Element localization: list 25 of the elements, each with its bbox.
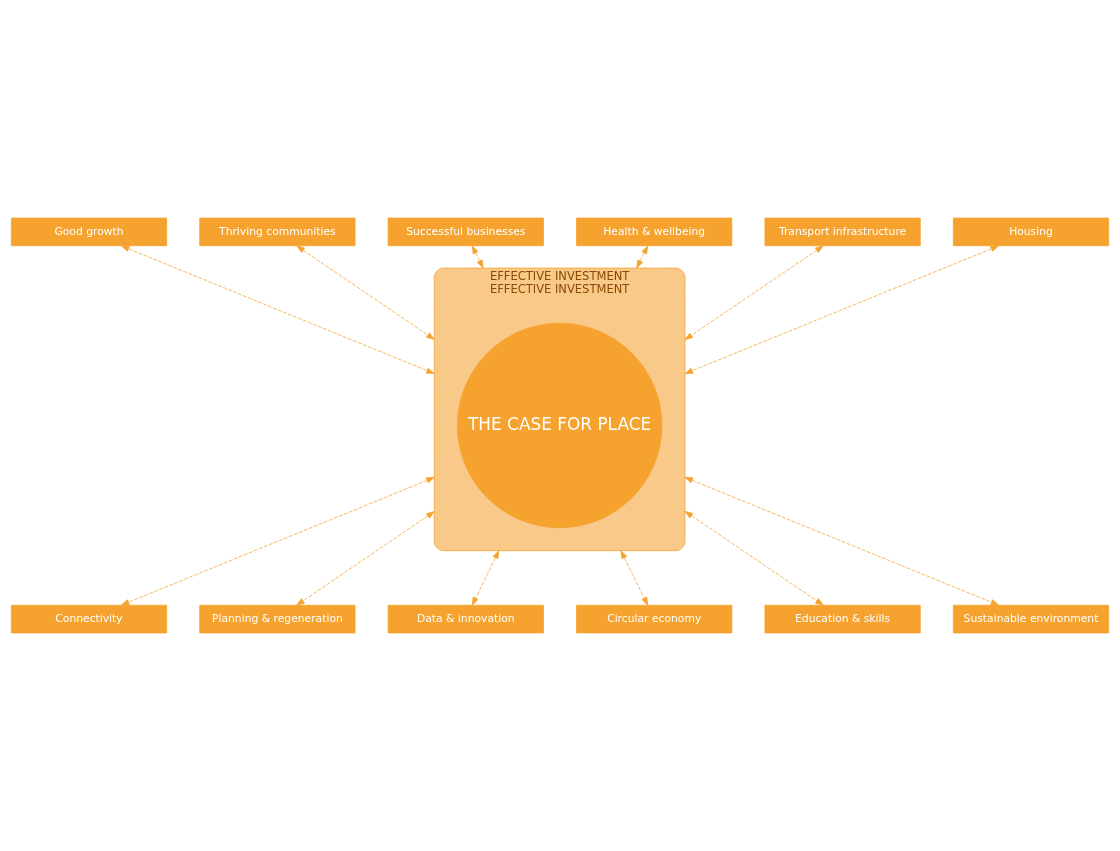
arrow: [636, 245, 649, 269]
node-circle: THE CASE FOR PLACE: [456, 322, 663, 529]
node-box: Data & innovation: [387, 604, 544, 634]
node-box: Connectivity: [10, 604, 168, 634]
node-box: Circular economy: [576, 604, 733, 634]
node-box: Good growth: [10, 217, 168, 247]
node-box: Successful businesses: [387, 217, 544, 247]
node-box: Planning & regeneration: [199, 604, 356, 634]
node-box: Thriving communities: [199, 217, 356, 247]
arrow: [471, 550, 500, 606]
arrow: [620, 550, 649, 606]
arrow: [120, 477, 435, 606]
node-box: Transport infrastructure: [764, 217, 921, 247]
arrow: [296, 245, 435, 340]
arrow: [684, 510, 824, 606]
node-box: Housing: [952, 217, 1110, 247]
arrow: [684, 245, 824, 341]
node-box: Education & skills: [764, 604, 921, 634]
node-box: Health & wellbeing: [576, 217, 733, 247]
arrow: [296, 511, 435, 606]
arrow: [684, 476, 1000, 606]
node-box: Sustainable environment: [952, 604, 1110, 634]
arrow: [471, 245, 484, 269]
arrow: [120, 245, 435, 374]
arrow: [684, 245, 999, 375]
